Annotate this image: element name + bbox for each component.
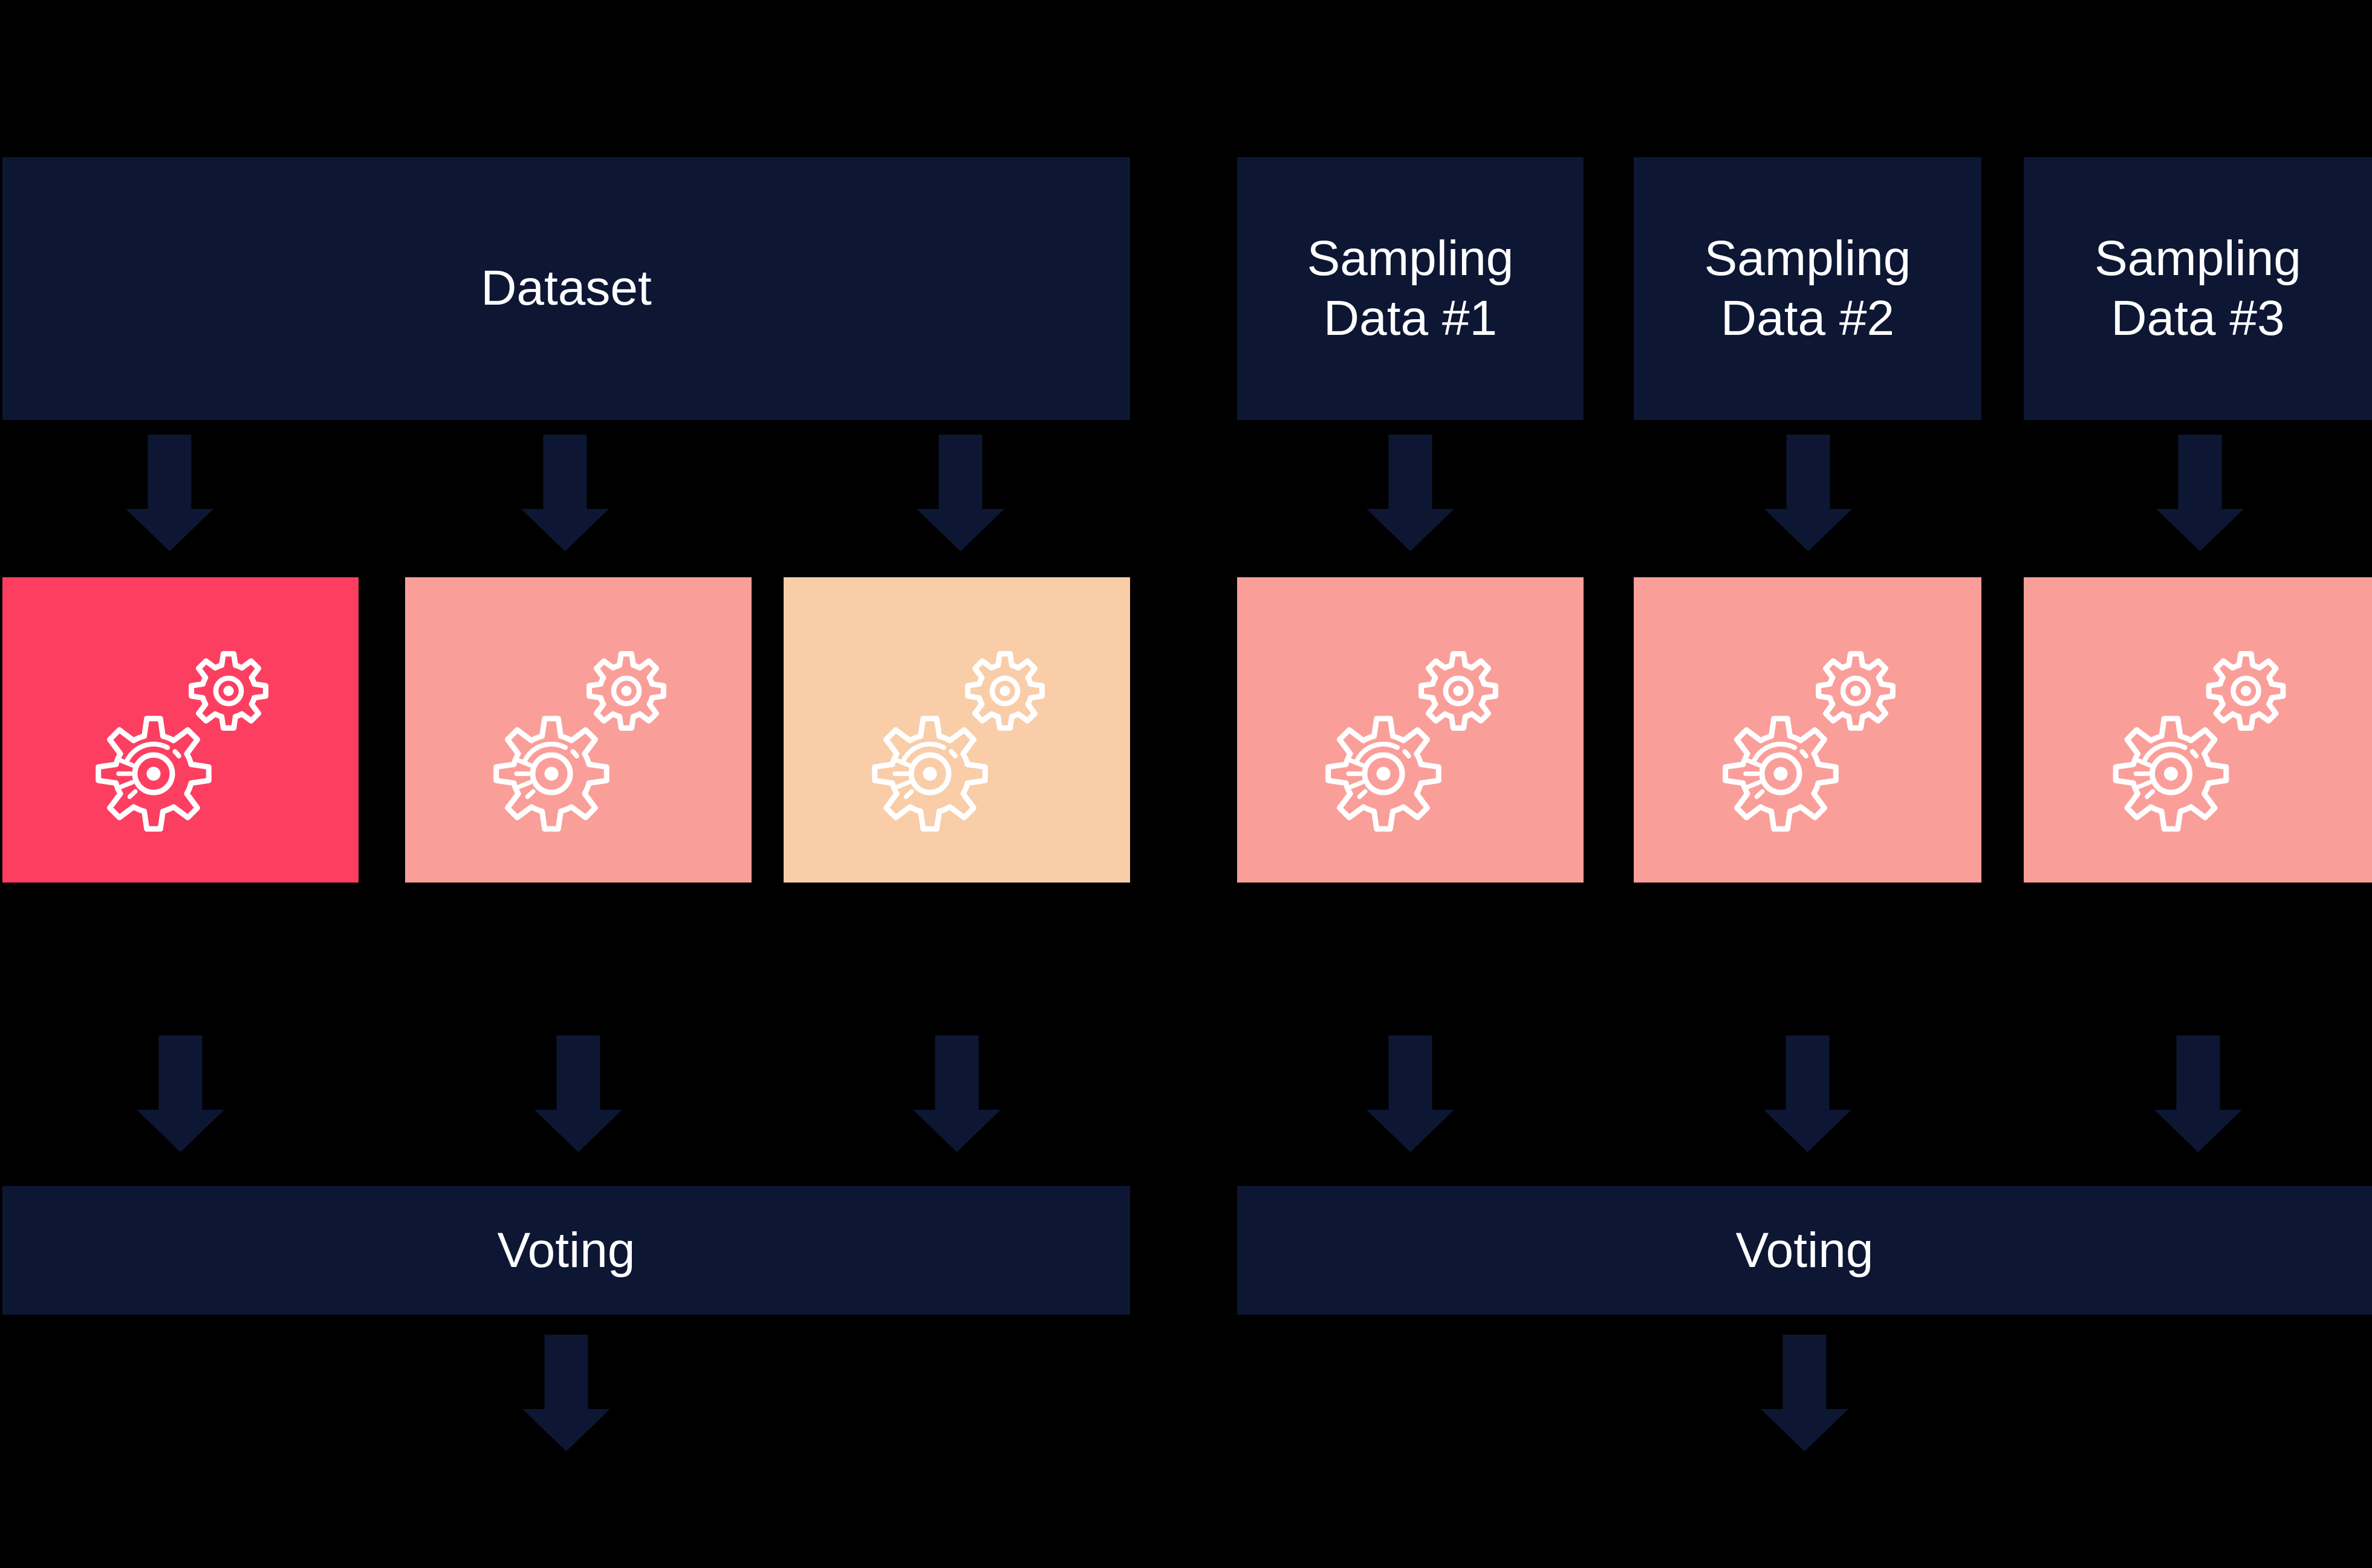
gears-icon [1325,651,1498,832]
arrow-down-icon [1764,435,1852,551]
voting-label: Voting [497,1222,635,1278]
gears-icon [2113,651,2286,832]
dataset-label: Dataset [481,261,652,316]
sampling-data-3-box: Sampling Data #3 [2024,157,2372,420]
sampling-data-3-line1: Sampling [2094,231,2301,287]
arrow-down-icon [2156,435,2244,551]
sampling-data-2-line1: Sampling [1704,231,1911,287]
arrow-down-icon [1764,1035,1851,1152]
arrow-down-icon [1366,435,1454,551]
voting-box-right: Voting [1237,1186,2372,1315]
sampling-data-3-line2: Data #3 [2111,290,2285,346]
gears-icon [1723,651,1896,832]
arrow-down-icon [535,1035,622,1152]
sampling-data-1-box: Sampling Data #1 [1237,157,1584,420]
arrow-down-icon [126,435,213,551]
model-box-gears [405,577,752,883]
model-box-gears [2024,577,2372,883]
dataset-box: Dataset [2,157,1130,420]
sampling-data-1-line2: Data #1 [1323,290,1498,346]
gears-icon [493,651,666,832]
voting-box-left: Voting [2,1186,1130,1315]
model-box-gears [784,577,1130,883]
gears-icon [96,651,268,832]
gears-icon [872,651,1045,832]
sampling-data-2-line2: Data #2 [1720,290,1895,346]
arrow-down-icon [521,435,609,551]
arrow-down-icon [1366,1035,1454,1152]
arrow-down-icon [137,1035,224,1152]
arrow-down-icon [2154,1035,2242,1152]
arrow-down-icon [522,1335,610,1451]
model-box-gears [1634,577,1981,883]
sampling-data-1-line1: Sampling [1307,231,1514,287]
arrow-down-icon [913,1035,1001,1152]
sampling-data-2-box: Sampling Data #2 [1634,157,1981,420]
model-box-gears [1237,577,1584,883]
model-box-gears [2,577,359,883]
arrow-down-icon [1761,1335,1848,1451]
voting-label: Voting [1735,1222,1874,1278]
arrow-down-icon [917,435,1004,551]
